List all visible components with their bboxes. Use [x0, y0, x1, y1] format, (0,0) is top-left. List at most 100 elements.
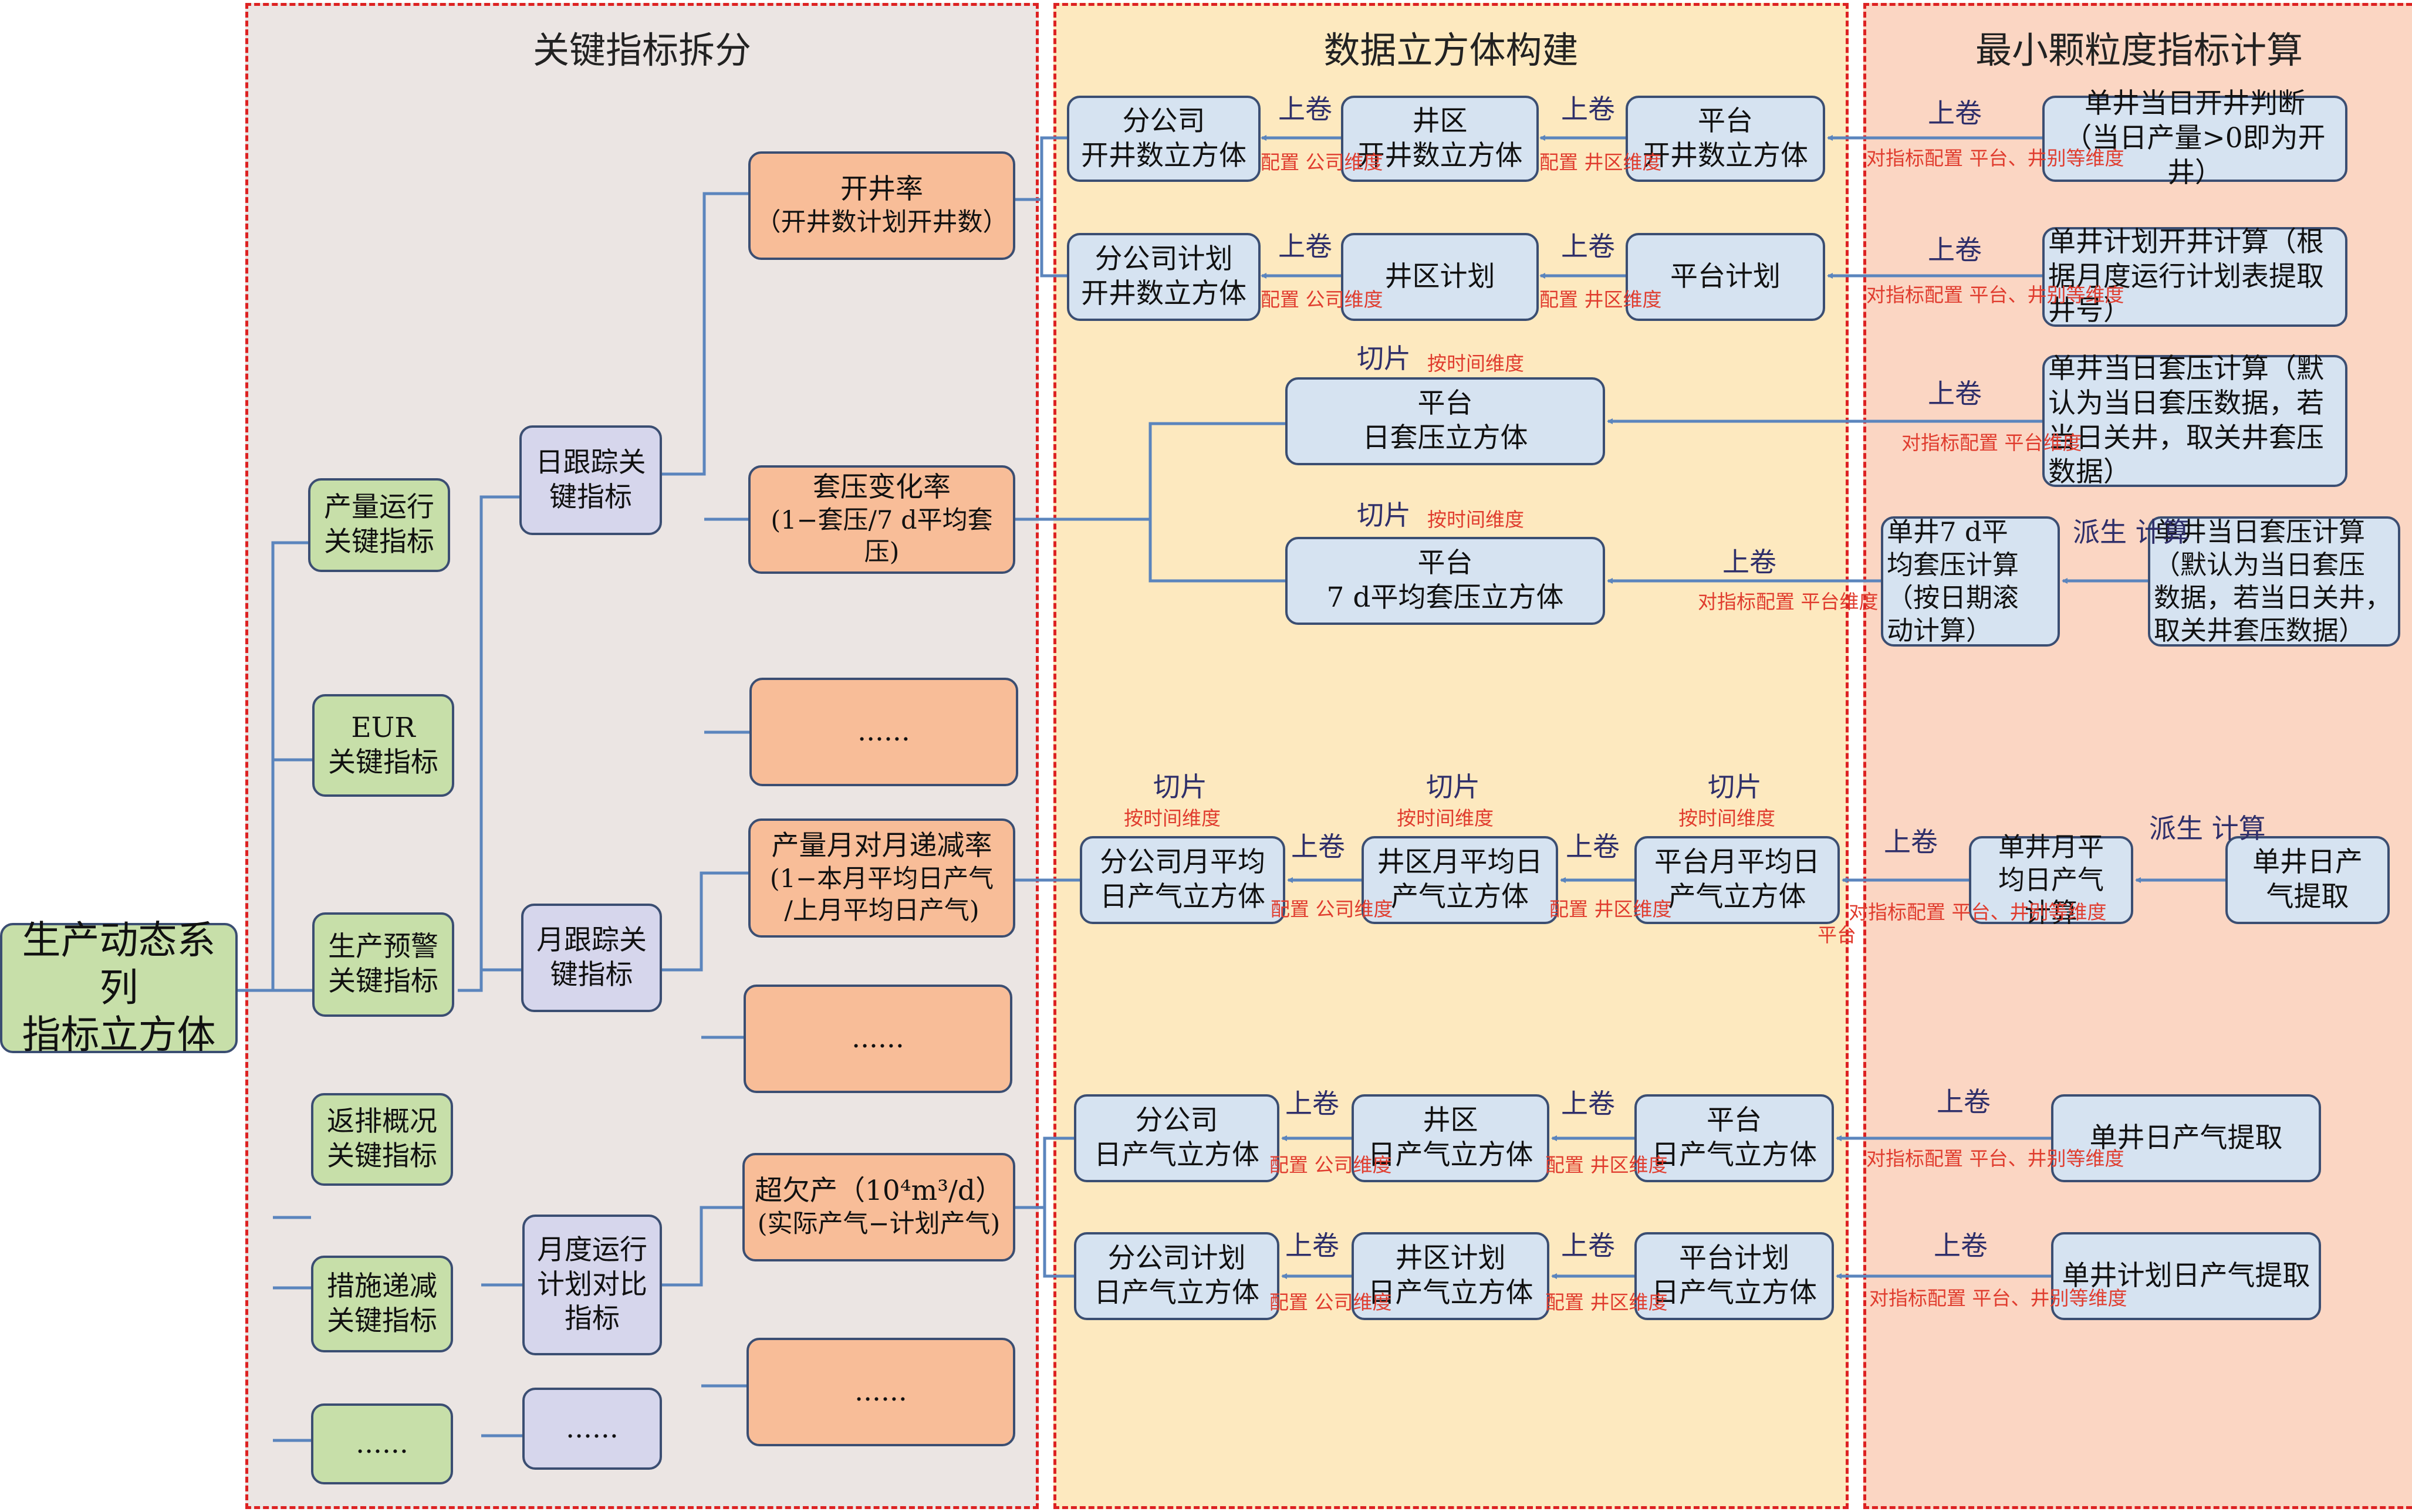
label-derive: 派生 计算	[2149, 813, 2266, 844]
category-measures: 措施递减 关键指标	[311, 1256, 453, 1352]
cube-platform-plan: 平台计划	[1626, 233, 1825, 321]
note-time-dim: 按时间维度	[1678, 807, 1775, 830]
label-rollup: 上卷	[1928, 234, 1982, 266]
cube-wellarea-plan: 井区计划	[1341, 233, 1539, 321]
label-rollup: 上卷	[1934, 1230, 1988, 1261]
note-platform-welltype-dim: 对指标配置 平台、井别等维度	[1869, 1287, 2127, 1310]
label-slice: 切片	[1426, 771, 1480, 803]
note-platform-welltype-dim: 对指标配置 平台、井别等维度	[1866, 147, 2124, 170]
cube-platform-7d-casing: 平台 7 d平均套压立方体	[1285, 537, 1605, 625]
metric-shortfall: 超欠产（10⁴m³/d） (实际产气−计划产气)	[742, 1153, 1015, 1261]
metric-more-2: ......	[744, 985, 1012, 1093]
note-company-dim: 配置 公司维度	[1271, 898, 1393, 921]
tree-category-edges	[458, 495, 522, 1437]
note-company-dim: 配置 公司维度	[1269, 1154, 1392, 1176]
note-platform-dim: 对指标配置 平台维度	[1901, 431, 2082, 454]
tracker-monthly: 月跟踪关 键指标	[521, 904, 662, 1012]
cube-company-monthly-gas: 分公司月平均 日产气立方体	[1080, 836, 1285, 924]
label-rollup: 上卷	[1285, 1230, 1339, 1261]
metric-decline-rate: 产量月对月递减率 (1−本月平均日产气 /上月平均日产气)	[748, 818, 1015, 938]
tree-root-edges	[238, 541, 312, 1442]
label-rollup: 上卷	[1291, 831, 1345, 862]
calc-daily-gas-extract: 单井日产 气提取	[2225, 836, 2390, 924]
cube-platform-daily-casing: 平台 日套压立方体	[1285, 377, 1605, 465]
cube-wellarea-plan-daily-gas: 井区计划 日产气立方体	[1352, 1232, 1549, 1320]
cube-platform-plan-daily-gas: 平台计划 日产气立方体	[1634, 1232, 1834, 1320]
label-rollup: 上卷	[1278, 231, 1332, 262]
cube-company-daily-gas: 分公司 日产气立方体	[1074, 1094, 1279, 1182]
cube-company-plan-open-wells: 分公司计划 开井数立方体	[1067, 233, 1261, 321]
cube-platform-monthly-gas: 平台月平均日 产气立方体	[1634, 836, 1840, 924]
label-rollup: 上卷	[1928, 97, 1982, 129]
calc-plan-daily-gas: 单井计划日产气提取	[2051, 1232, 2321, 1320]
metric-casing-change-title: 套压变化率	[813, 471, 951, 504]
cube-wellarea-daily-gas: 井区 日产气立方体	[1352, 1094, 1549, 1182]
note-wellarea-dim: 配置 井区维度	[1539, 151, 1662, 174]
label-derive: 派生 计算	[2073, 516, 2190, 548]
note-wellarea-dim: 配置 井区维度	[1545, 1154, 1668, 1176]
section-title-calc: 最小颗粒度指标计算	[1975, 29, 2303, 72]
label-rollup: 上卷	[1285, 1088, 1339, 1119]
cube-platform-open-wells: 平台 开井数立方体	[1626, 96, 1825, 182]
note-wellarea-dim: 配置 井区维度	[1539, 288, 1662, 311]
cube-company-open-wells: 分公司 开井数立方体	[1067, 96, 1261, 182]
root-node: 生产动态系列 指标立方体	[0, 918, 238, 1057]
note-platform-welltype-dim: 对指标配置 平台、井别等维度	[1866, 283, 2124, 306]
note-platform-clip: 平台	[1818, 924, 1856, 946]
metric-shortfall-title: 超欠产（10⁴m³/d）	[755, 1175, 1003, 1207]
note-time-dim: 按时间维度	[1124, 807, 1221, 830]
label-slice: 切片	[1357, 343, 1411, 374]
metric-more-1: ......	[749, 678, 1018, 786]
calc-daily-gas: 单井日产气提取	[2051, 1094, 2321, 1182]
note-company-dim: 配置 公司维度	[1261, 288, 1383, 311]
label-slice: 切片	[1153, 771, 1207, 803]
label-rollup: 上卷	[1928, 378, 1982, 410]
label-rollup: 上卷	[1278, 93, 1332, 125]
category-more: ......	[311, 1403, 453, 1484]
calc-daily-casing: 单井当日套压计算（默 认为当日套压数据，若 当日关井，取关井套压 数据）	[2042, 353, 2347, 488]
category-flowback: 返排概况 关键指标	[311, 1093, 453, 1186]
label-rollup: 上卷	[1561, 1230, 1615, 1261]
metric-open-rate: 开井率 （开井数计划开井数）	[748, 151, 1015, 260]
edge-casing-cubes	[1015, 422, 1285, 583]
label-rollup: 上卷	[1937, 1086, 1991, 1118]
cube-company-plan-daily-gas: 分公司计划 日产气立方体	[1074, 1232, 1279, 1320]
label-rollup: 上卷	[1566, 831, 1620, 862]
label-rollup: 上卷	[1722, 546, 1776, 578]
tracker-more: ......	[522, 1388, 662, 1470]
label-rollup: 上卷	[1561, 1088, 1615, 1119]
note-time-dim: 按时间维度	[1427, 508, 1524, 531]
cube-wellarea-monthly-gas: 井区月平均日 产气立方体	[1362, 836, 1558, 924]
note-platform-dim: 对指标配置 平台维度	[1698, 590, 1879, 613]
metric-open-rate-title: 开井率	[840, 173, 923, 206]
note-wellarea-dim: 配置 井区维度	[1545, 1291, 1668, 1314]
metric-decline-rate-title: 产量月对月递减率	[771, 830, 992, 862]
label-rollup: 上卷	[1561, 231, 1615, 262]
edge-shortfall-cubes	[1015, 1136, 1074, 1278]
metric-decline-rate-formula: (1−本月平均日产气 /上月平均日产气)	[769, 864, 994, 925]
category-eur: EUR 关键指标	[312, 694, 454, 797]
note-company-dim: 配置 公司维度	[1261, 151, 1383, 174]
label-slice: 切片	[1357, 499, 1411, 531]
metric-more-3: ......	[746, 1338, 1015, 1446]
label-rollup: 上卷	[1561, 93, 1615, 125]
tree-daily-edges	[662, 192, 749, 734]
metric-open-rate-formula: （开井数计划开井数）	[755, 208, 1008, 237]
calc-daily-casing-src: 单井当日套压计算 （默认为当日套压 数据，若当日关井， 取关井套压数据）	[2148, 516, 2400, 647]
calc-7d-casing: 单井7 d平 均套压计算 （按日期滚 动计算）	[1881, 516, 2060, 647]
calc-monthly-avg-gas: 单井月平 均日产气 计算	[1969, 831, 2133, 928]
note-time-dim: 按时间维度	[1397, 807, 1494, 830]
note-platform-welltype-dim: 对指标配置 平台、井别等维度	[1849, 901, 2107, 924]
metric-casing-change-formula: (1−套压/7 d平均套压)	[771, 506, 993, 567]
note-company-dim: 配置 公司维度	[1269, 1291, 1392, 1314]
label-rollup: 上卷	[1884, 826, 1938, 858]
calc-daily-open-judge: 单井当日开井判断 （当日产量>0即为开井）	[2042, 87, 2347, 189]
cube-wellarea-open-wells: 井区 开井数立方体	[1341, 96, 1539, 182]
metric-shortfall-formula: (实际产气−计划产气)	[757, 1209, 1001, 1239]
edge-openrate-cubes	[1015, 136, 1067, 278]
section-title-cube: 数据立方体构建	[1323, 29, 1579, 72]
tree-plan-edges	[662, 1206, 746, 1388]
note-platform-welltype-dim: 对指标配置 平台、井别等维度	[1866, 1147, 2124, 1170]
